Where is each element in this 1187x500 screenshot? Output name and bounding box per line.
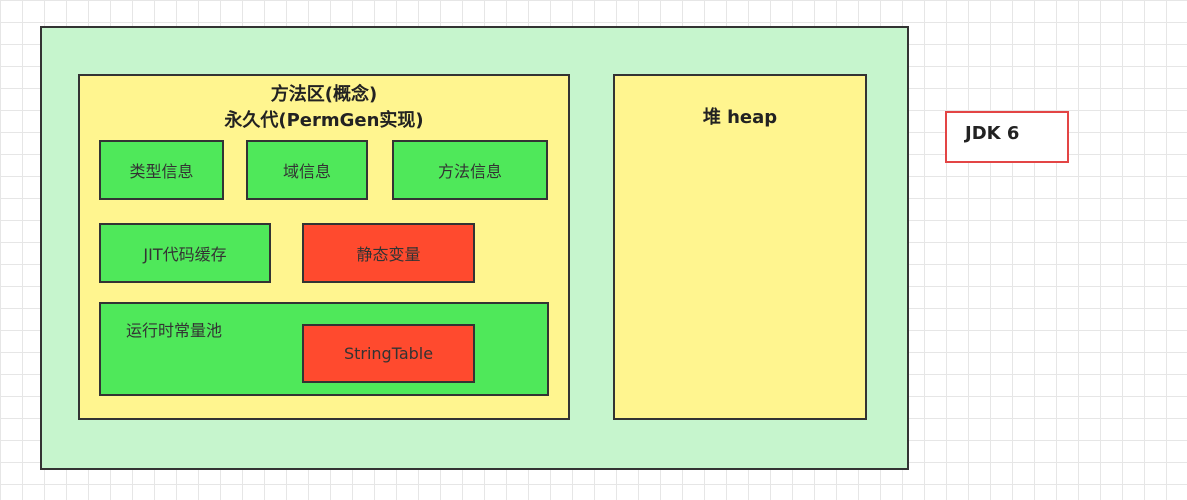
permgen-title: 永久代(PermGen实现): [224, 110, 424, 131]
heap-box: [613, 74, 867, 420]
method-area-title: 方法区(概念): [270, 84, 378, 105]
type-info-block: 类型信息: [99, 140, 224, 200]
static-variables-block: 静态变量: [302, 223, 475, 283]
field-info-block: 域信息: [246, 140, 368, 200]
runtime-constant-pool-label: 运行时常量池: [126, 321, 223, 340]
jit-cache-block: JIT代码缓存: [99, 223, 271, 283]
jdk-version-label: JDK 6: [945, 111, 1069, 163]
heap-title: 堆 heap: [702, 107, 778, 128]
string-table-block: StringTable: [302, 324, 475, 383]
method-info-block: 方法信息: [392, 140, 548, 200]
